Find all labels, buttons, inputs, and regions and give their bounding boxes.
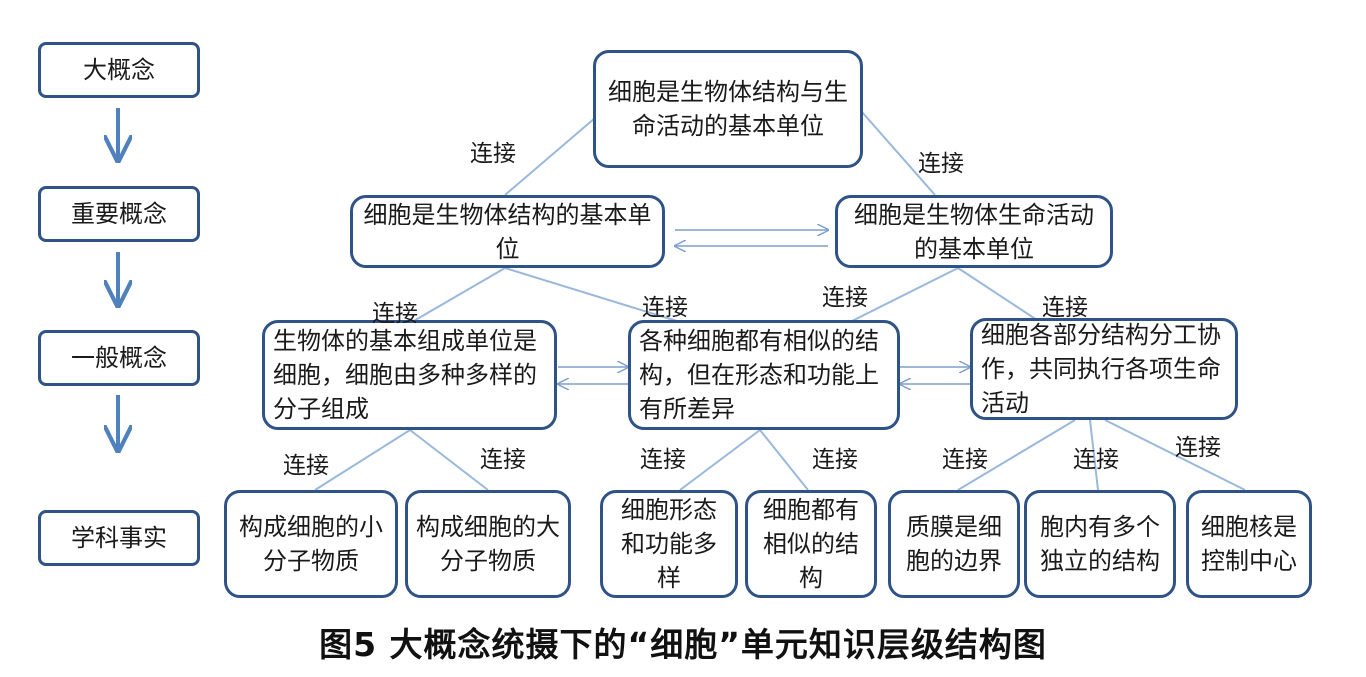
fact-membrane-boundary: 质膜是细胞的边界	[888, 490, 1020, 598]
big-concept-node: 细胞是生物体结构与生命活动的基本单位	[593, 50, 863, 168]
general-concept-similarity: 各种细胞都有相似的结构，但在形态和功能上有所差异	[628, 320, 900, 430]
fact-similar-structure: 细胞都有相似的结构	[745, 490, 877, 598]
connector-label: 连接	[642, 295, 688, 321]
fact-independent-structures: 胞内有多个独立的结构	[1024, 490, 1176, 598]
important-concept-structure: 细胞是生物体结构的基本单位	[350, 195, 665, 268]
connector-label: 连接	[1073, 447, 1119, 473]
fact-nucleus-control: 细胞核是控制中心	[1186, 490, 1312, 598]
connector-label: 连接	[918, 151, 964, 177]
connector-label: 连接	[822, 285, 868, 311]
connector-label: 连接	[470, 141, 516, 167]
fact-macromolecules: 构成细胞的大分子物质	[405, 490, 571, 598]
level-subject-facts: 学科事实	[38, 510, 200, 566]
level-big-concept: 大概念	[38, 42, 200, 98]
connector-label: 连接	[1175, 435, 1221, 461]
fact-diverse-form: 细胞形态和功能多样	[600, 490, 738, 598]
important-concept-function: 细胞是生物体生命活动的基本单位	[835, 195, 1113, 268]
connector-label: 连接	[942, 447, 988, 473]
connector-label: 连接	[283, 453, 329, 479]
connector-label: 连接	[372, 301, 418, 327]
level-general-concept: 一般概念	[38, 330, 200, 386]
connector-label: 连接	[480, 447, 526, 473]
general-concept-cooperation: 细胞各部分结构分工协作，共同执行各项生命活动	[970, 318, 1238, 420]
hierarchy-lines	[314, 111, 1246, 491]
connector-label: 连接	[812, 447, 858, 473]
connector-label: 连接	[640, 447, 686, 473]
connector-label: 连接	[1042, 295, 1088, 321]
fact-small-molecules: 构成细胞的小分子物质	[224, 490, 398, 598]
level-important-concept: 重要概念	[38, 186, 200, 242]
general-concept-composition: 生物体的基本组成单位是细胞，细胞由多种多样的分子组成	[262, 320, 557, 430]
figure-caption: 图5 大概念统摄下的“细胞”单元知识层级结构图	[319, 625, 1047, 664]
bidirectional-arrows	[558, 230, 970, 384]
